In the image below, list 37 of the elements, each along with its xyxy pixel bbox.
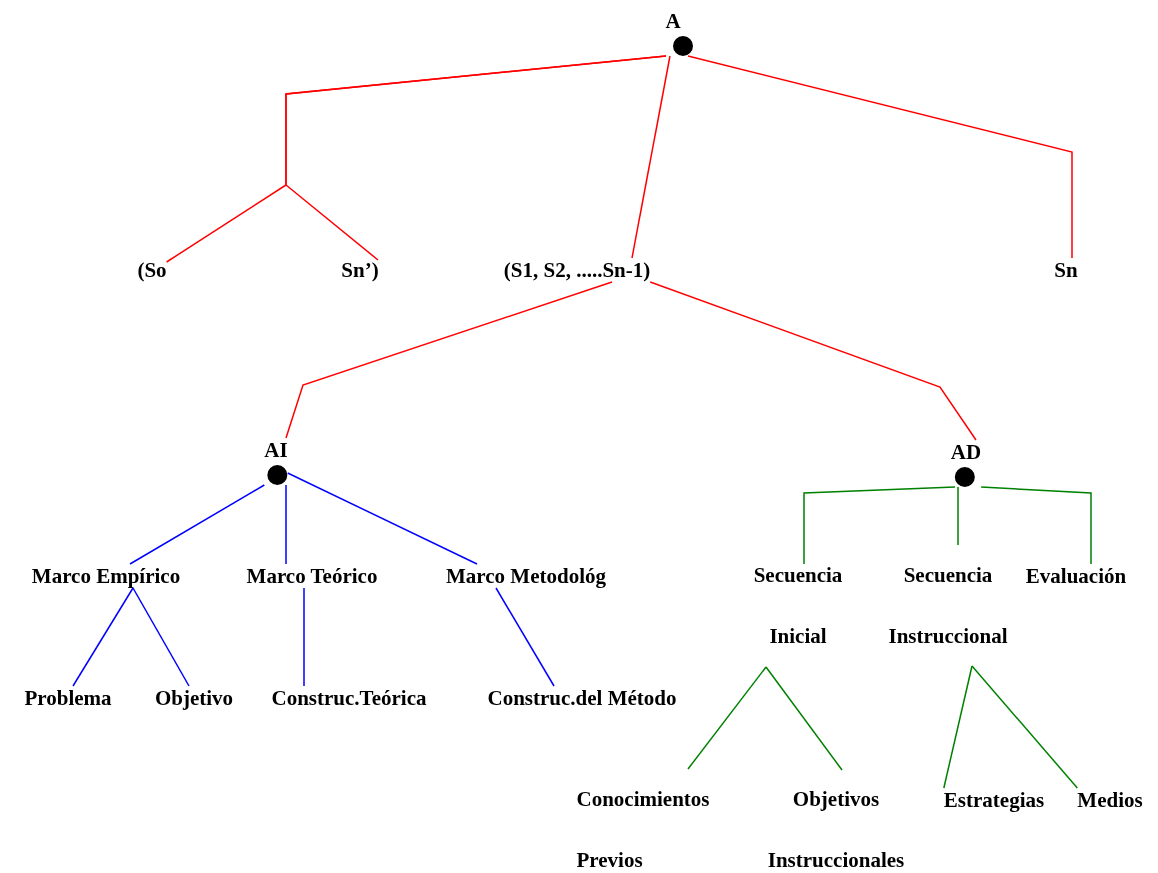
node-label: Marco Metodológ [446,564,606,588]
node-label: AI [264,438,288,462]
connector-line [72,587,134,687]
connector-line [303,587,305,687]
connector-line [285,281,613,439]
connector-line [285,55,667,261]
node-label: Construc.Teórica [271,686,427,710]
connector-line [980,486,1092,565]
connector-line [129,484,266,565]
node-label: Problema [24,686,112,710]
node-label: (S1, S2, .....Sn-1) [503,258,651,282]
connector-line [943,665,973,789]
connector-line [765,666,843,771]
node-label: A [665,9,681,33]
node-label: Construc.del Método [487,686,677,710]
node-label: Estrategias [943,788,1045,812]
node-label: AD [950,440,982,464]
node-label: Secuencia Inicial [738,545,858,667]
connector-line [687,55,1073,259]
node-label: (So [137,258,167,282]
connector-line [803,486,956,565]
node-label: Sn’) [341,258,379,282]
node-label: Marco Teórico [246,564,378,588]
connector-line [649,281,977,441]
node-label: Objetivo [154,686,234,710]
connector-line [957,486,959,546]
node-label: Marco Empírico [31,564,181,588]
connector-line [286,472,478,565]
connector-line [971,665,1079,789]
connector-line [495,587,555,687]
connector-line [285,484,287,565]
connector-line [631,55,671,259]
connector-line [132,587,190,687]
node-label: Medios [1077,788,1143,812]
node-label: Sn [1054,258,1078,282]
connector-line [687,666,767,770]
node-label: Evaluación [1025,564,1127,588]
